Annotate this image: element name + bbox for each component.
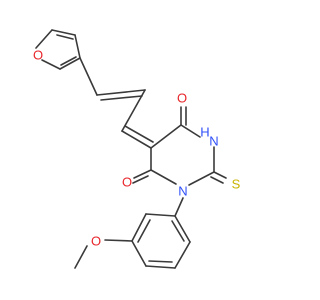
bond [79, 57, 98, 96]
bond [148, 260, 173, 263]
bond [74, 34, 81, 59]
bond [121, 130, 152, 149]
bond [145, 213, 176, 217]
bond [60, 56, 77, 66]
bond [96, 89, 146, 96]
furan-ring [35, 29, 81, 70]
carbonyl-oxygen-bottom-label: O [122, 175, 132, 190]
bond [132, 175, 149, 184]
bond [213, 171, 227, 179]
pyrimidine-ring [150, 124, 215, 186]
bond [180, 124, 201, 138]
bond [137, 219, 151, 243]
phenyl-ring [74, 213, 191, 269]
substituent-bonds [132, 106, 227, 217]
bond [131, 213, 147, 242]
structure-canvas: O O O H N N S O [32, 29, 241, 269]
bond [174, 197, 184, 217]
bond [51, 29, 76, 36]
molecule-structure: O O O H N N S O [33, 29, 241, 269]
alkene-chain [79, 57, 154, 149]
furan-oxygen-label: O [33, 48, 43, 63]
carbonyl-oxygen-top-label: O [177, 91, 187, 106]
bond [174, 215, 191, 243]
bond [59, 57, 81, 70]
bond [121, 89, 146, 132]
bond [124, 125, 154, 143]
bond [171, 220, 185, 242]
bond [150, 169, 177, 185]
bond [150, 124, 182, 149]
bond [174, 241, 191, 269]
bond [210, 176, 224, 184]
thione-sulfur-label: S [232, 177, 241, 192]
bond [100, 95, 143, 101]
bond [145, 265, 176, 269]
methoxy-oxygen-label: O [91, 234, 101, 249]
bond [41, 59, 61, 70]
bond [74, 245, 88, 269]
bond [133, 169, 152, 179]
bond [131, 240, 147, 267]
bond [104, 239, 133, 242]
upper-nitrogen-label: N [209, 134, 218, 149]
bond [188, 171, 215, 186]
ring-nitrogen-label: N [178, 184, 187, 199]
nh-hydrogen-label: H [200, 125, 209, 140]
bond [35, 29, 53, 49]
bond [56, 34, 74, 40]
